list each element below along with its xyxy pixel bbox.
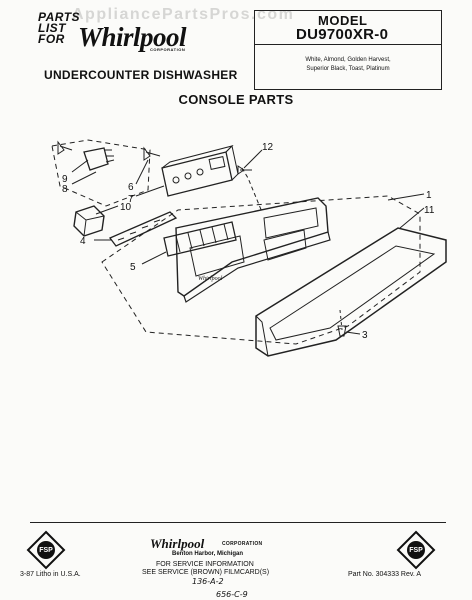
- console-brand: Whirlpool: [198, 276, 223, 282]
- callout-9: 9: [62, 174, 68, 185]
- parts-list-line1: PARTS: [38, 10, 81, 24]
- model-colors: White, Almond, Golden Harvest, Superior …: [262, 56, 434, 74]
- colors-line2: Superior Black, Toast, Platinum: [306, 66, 390, 72]
- fsp-logo-left: FSP: [26, 530, 66, 570]
- colors-line1: White, Almond, Golden Harvest,: [305, 57, 391, 63]
- model-label: MODEL: [318, 13, 368, 28]
- screw-8: [57, 140, 73, 155]
- model-divider: [254, 44, 442, 45]
- brand-logo: Whirlpool: [78, 22, 187, 52]
- control-assembly-outline: [51, 139, 151, 207]
- fsp-logo-right: FSP: [396, 530, 436, 570]
- leader-3: [345, 331, 361, 335]
- footer-handwritten2: 656-C-9: [216, 590, 248, 599]
- switch-bezel: [161, 151, 233, 197]
- footer-part-number: Part No. 304333 Rev. A: [348, 571, 422, 578]
- assembly-outline: [101, 195, 421, 345]
- callout-3: 3: [362, 330, 368, 341]
- bezel-window: [208, 156, 226, 170]
- screw-6: [143, 146, 161, 161]
- model-box: [254, 10, 442, 90]
- door-frame-depth: [255, 315, 269, 357]
- switch-bezel-side: [225, 144, 239, 181]
- callout-10: 10: [120, 202, 132, 213]
- guide-line-12: [241, 167, 263, 213]
- leader-10: [95, 205, 119, 215]
- callout-7: 7: [128, 194, 134, 205]
- screw-3: [337, 325, 347, 337]
- callout-6: 6: [128, 182, 134, 193]
- push-button-set: [163, 221, 237, 257]
- switch: [83, 147, 109, 171]
- door-frame-inner: [269, 245, 436, 341]
- knob-top: [75, 211, 105, 237]
- console-panel-face: [183, 231, 331, 303]
- appliance-title: UNDERCOUNTER DISHWASHER: [44, 68, 238, 82]
- footer-service-line1: FOR SERVICE INFORMATION: [156, 561, 254, 568]
- callout-5: 5: [130, 262, 136, 273]
- door-frame: [255, 227, 447, 357]
- footer-handwritten1: 136-A-2: [192, 577, 224, 586]
- watermark: AppliancePartsPros.com: [72, 6, 295, 23]
- section-title: CONSOLE PARTS: [178, 92, 294, 107]
- bezel-hole-2: [184, 172, 192, 180]
- footer-brand: Whirlpool: [150, 536, 205, 551]
- console-panel-window: [263, 207, 319, 239]
- parts-list-line3: FOR: [38, 32, 65, 46]
- leader-11: [399, 207, 425, 229]
- callout-11: 11: [424, 205, 435, 216]
- footer-city: Benton Harbor, Michigan: [172, 551, 244, 557]
- parts-list-heading: PARTS LIST FOR: [38, 10, 128, 46]
- callout-1: 1: [426, 190, 432, 201]
- strip: [108, 211, 178, 247]
- fsp-logo-right-text: FSP: [409, 547, 423, 554]
- push-button-dividers: [175, 223, 229, 253]
- switch-contacts: [104, 149, 115, 163]
- leader-7: [135, 185, 165, 197]
- parts-list-line2: LIST: [38, 21, 66, 35]
- console-panel-slot: [189, 235, 245, 277]
- brand-corp: CORPORATION: [150, 47, 186, 52]
- footer-corp: CORPORATION: [222, 541, 263, 547]
- leader-5: [141, 251, 167, 265]
- callout-4: 4: [80, 236, 86, 247]
- footer-litho: 3-87 Litho in U.S.A.: [20, 571, 81, 578]
- callout-12: 12: [262, 142, 274, 153]
- knob: [73, 205, 105, 237]
- leader-1: [387, 193, 425, 201]
- bezel-hole-3: [196, 168, 204, 176]
- leader-12: [243, 149, 263, 169]
- callout-8: 8: [62, 184, 68, 195]
- footer-service-line2: SEE SERVICE (BROWN) FILMCARD(S): [142, 569, 270, 576]
- bezel-hole-1: [172, 176, 180, 184]
- console-panel: [175, 197, 329, 297]
- screw-12: [237, 165, 252, 175]
- strip-hatch: [117, 219, 161, 241]
- leader-9: [71, 159, 89, 173]
- leader-8: [71, 171, 97, 185]
- leader-6: [135, 159, 149, 185]
- model-number: DU9700XR-0: [296, 26, 389, 43]
- console-panel-keypad: [263, 229, 307, 261]
- footer-rule: [30, 522, 446, 523]
- fsp-logo-left-text: FSP: [39, 547, 53, 554]
